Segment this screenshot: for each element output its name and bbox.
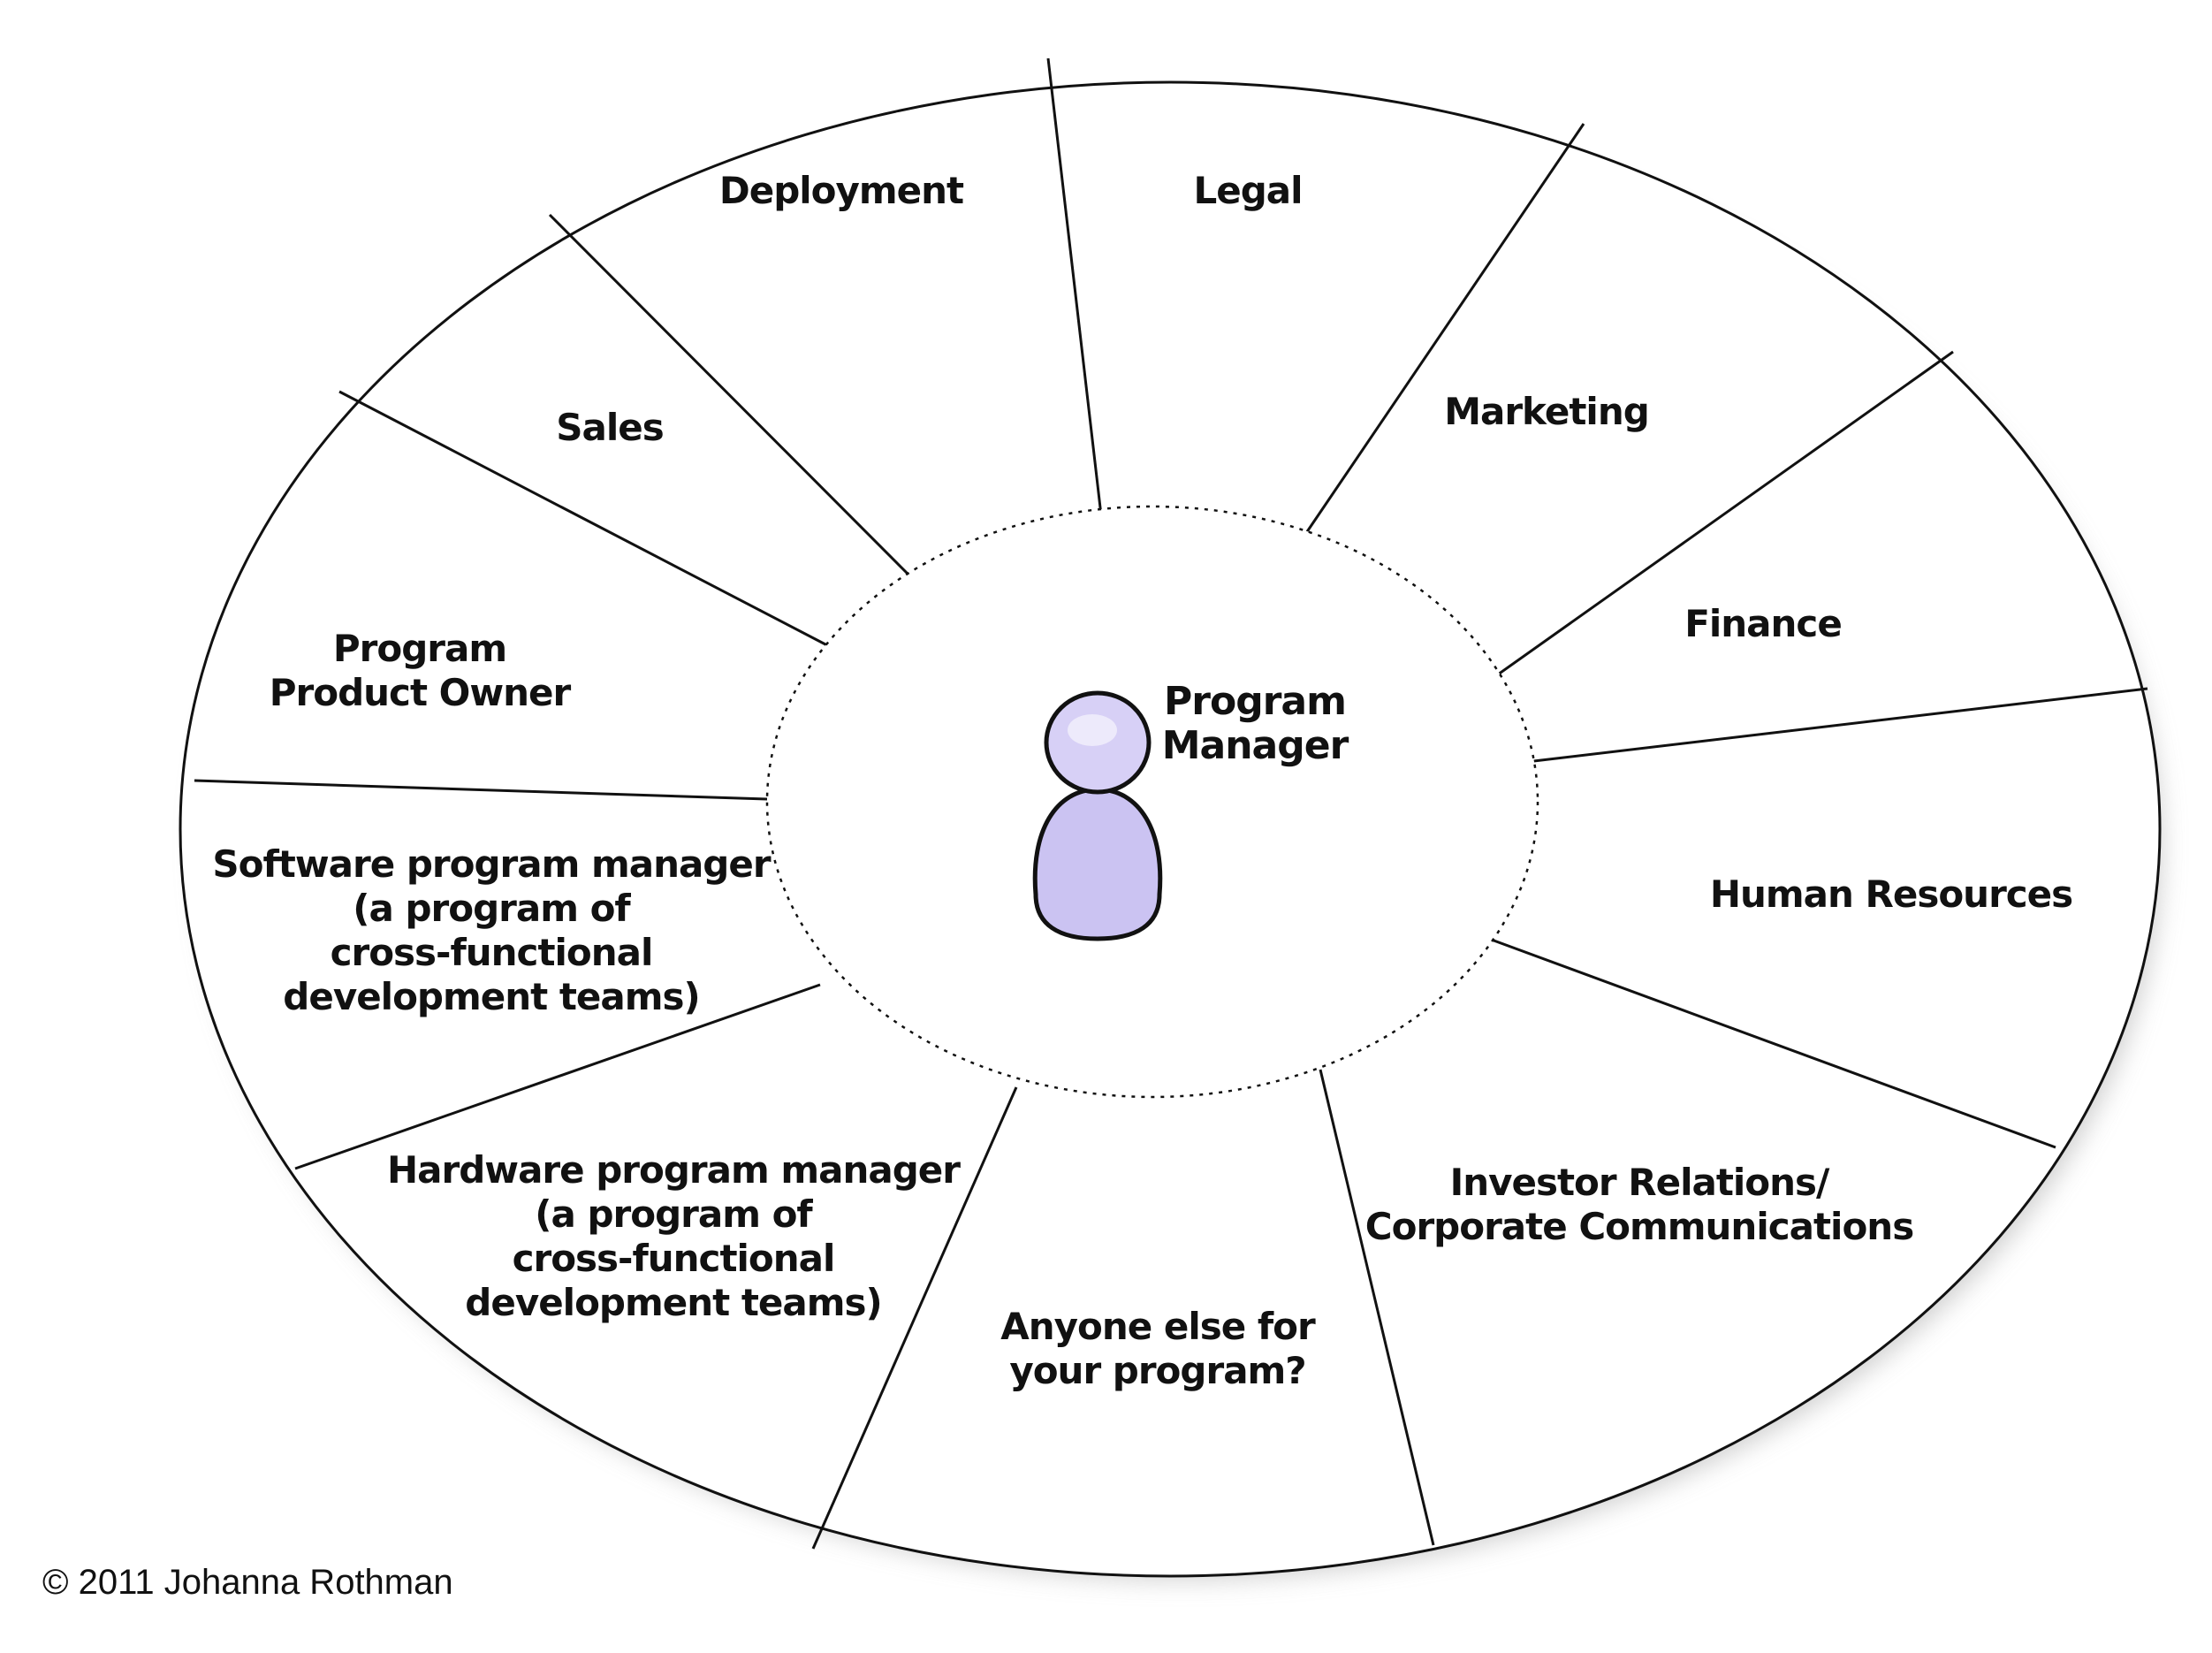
label-line: cross-functional: [513, 1237, 835, 1280]
copyright-notice: © 2011 Johanna Rothman: [42, 1563, 453, 1602]
label-line: Software program manager: [212, 842, 771, 886]
label-line: development teams): [465, 1281, 881, 1324]
label-line: Program: [333, 627, 506, 670]
divider-line: [338, 390, 828, 647]
divider-line: [294, 983, 821, 1170]
segment-label-legal: Legal: [1193, 169, 1302, 212]
divider-line: [1478, 933, 2056, 1149]
label-line: Marketing: [1444, 390, 1649, 433]
divider-line: [1304, 123, 1585, 534]
label-line: Sales: [556, 406, 663, 449]
label-line: Finance: [1684, 602, 1842, 645]
divider-line: [194, 779, 768, 801]
label-line: cross-functional: [331, 931, 653, 974]
divider-line: [1510, 687, 2148, 766]
divider-line: [1046, 57, 1103, 516]
label-line: Anyone else for: [1000, 1305, 1316, 1348]
label-line: development teams): [283, 975, 699, 1018]
person-icon-highlight: [1068, 714, 1117, 746]
label-line: Investor Relations/: [1450, 1161, 1830, 1204]
label-line: Product Owner: [270, 671, 572, 714]
label-line: your program?: [1009, 1349, 1305, 1392]
label-line: Program: [1164, 679, 1346, 724]
segment-label-sales: Sales: [556, 406, 663, 449]
label-line: (a program of: [353, 887, 631, 930]
person-icon-body: [1032, 787, 1163, 941]
label-line: (a program of: [535, 1192, 813, 1236]
segment-label-finance: Finance: [1684, 602, 1842, 645]
label-line: Human Resources: [1710, 872, 2072, 916]
divider-line: [548, 213, 912, 578]
person-icon: [1032, 690, 1163, 941]
inner-dotted-circle: [765, 505, 1539, 1099]
segment-label-human-resources: Human Resources: [1710, 872, 2072, 916]
label-line: Corporate Communications: [1365, 1205, 1913, 1248]
label-line: Manager: [1162, 723, 1349, 768]
segment-dividers: [194, 57, 2148, 1550]
label-line: Hardware program manager: [387, 1148, 961, 1192]
label-line: Deployment: [719, 169, 964, 212]
segment-label-investor-relations: Investor Relations/Corporate Communicati…: [1365, 1161, 1913, 1248]
segment-label-marketing: Marketing: [1444, 390, 1649, 433]
label-line: Legal: [1193, 169, 1302, 212]
divider-line: [1491, 350, 1954, 681]
divider-line: [811, 1086, 1018, 1550]
segment-label-deployment: Deployment: [719, 169, 964, 212]
divider-line: [1319, 1069, 1435, 1546]
